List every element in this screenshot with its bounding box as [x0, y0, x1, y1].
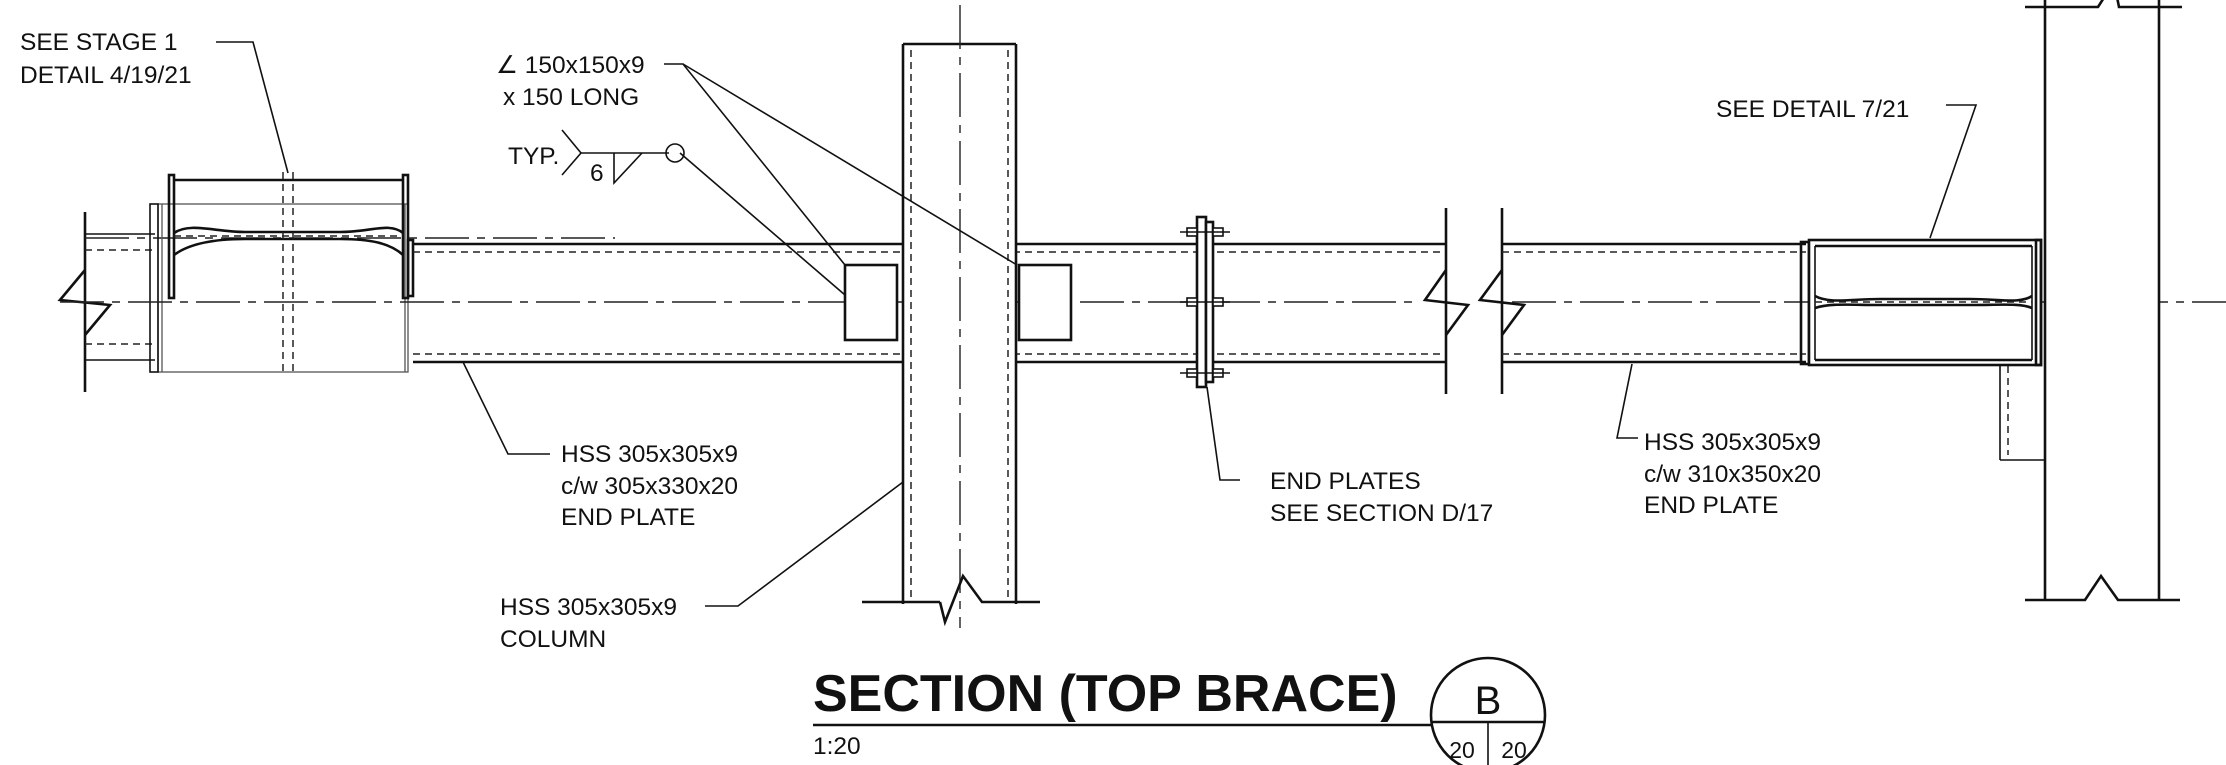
angle-label-line1: ∠ 150x150x9	[496, 52, 645, 79]
brace-left-line3: END PLATE	[561, 504, 695, 531]
bolt-mid	[1180, 297, 1230, 307]
break-line-icon-b	[1477, 269, 1527, 336]
brace-right-line2: c/w 310x350x20	[1644, 461, 1821, 488]
right-column	[1999, 0, 2182, 602]
sheet-ref-left: 20	[1449, 737, 1475, 763]
section-title: SECTION (TOP BRACE)	[813, 665, 1398, 723]
detail-ref-label: SEE DETAIL 7/21	[1716, 96, 1909, 123]
bolt-bottom	[1180, 368, 1230, 378]
weld-typ-label: TYP.	[508, 143, 559, 170]
brace-right-line3: END PLATE	[1644, 492, 1778, 519]
end-plates-line2: SEE SECTION D/17	[1270, 500, 1493, 527]
scale-label: 1:20	[813, 733, 861, 760]
brace-left-line1: HSS 305x305x9	[561, 441, 738, 468]
stage-ref-line2: DETAIL 4/19/21	[20, 62, 192, 89]
right-column-bottom-break-icon	[2025, 573, 2180, 602]
angle-clips	[843, 263, 1073, 342]
stage-ref-line1: SEE STAGE 1	[20, 29, 178, 56]
brace-left	[60, 242, 1446, 364]
weld-size-label: 6	[590, 160, 604, 187]
break-line-icon-a	[1422, 269, 1471, 336]
brace-left-line2: c/w 305x330x20	[561, 473, 738, 500]
leaders	[216, 41, 1978, 607]
column-label-line2: COLUMN	[500, 626, 606, 653]
stage1-connection	[149, 172, 415, 373]
brace-right-line1: HSS 305x305x9	[1644, 429, 1821, 456]
sheet-ref-right: 20	[1501, 737, 1527, 763]
section-bubble-icon: B 20 20	[1429, 656, 1547, 765]
end-plates-line1: END PLATES	[1270, 468, 1421, 495]
member-break	[1422, 205, 1527, 405]
section-mark: B	[1475, 679, 1502, 723]
weld-symbol-icon	[561, 129, 685, 186]
right-column-top-break-icon	[2025, 0, 2182, 9]
right-connection	[1807, 238, 2043, 367]
column-label-line1: HSS 305x305x9	[500, 594, 677, 621]
bolted-end-plates	[1180, 215, 1230, 389]
angle-label-line2: x 150 LONG	[503, 84, 639, 111]
column-break-line-icon	[938, 573, 1040, 627]
title-block: SECTION (TOP BRACE) 1:20 B 20 20	[813, 656, 1547, 765]
bolt-top	[1180, 227, 1230, 237]
hss-column	[862, 5, 1040, 628]
